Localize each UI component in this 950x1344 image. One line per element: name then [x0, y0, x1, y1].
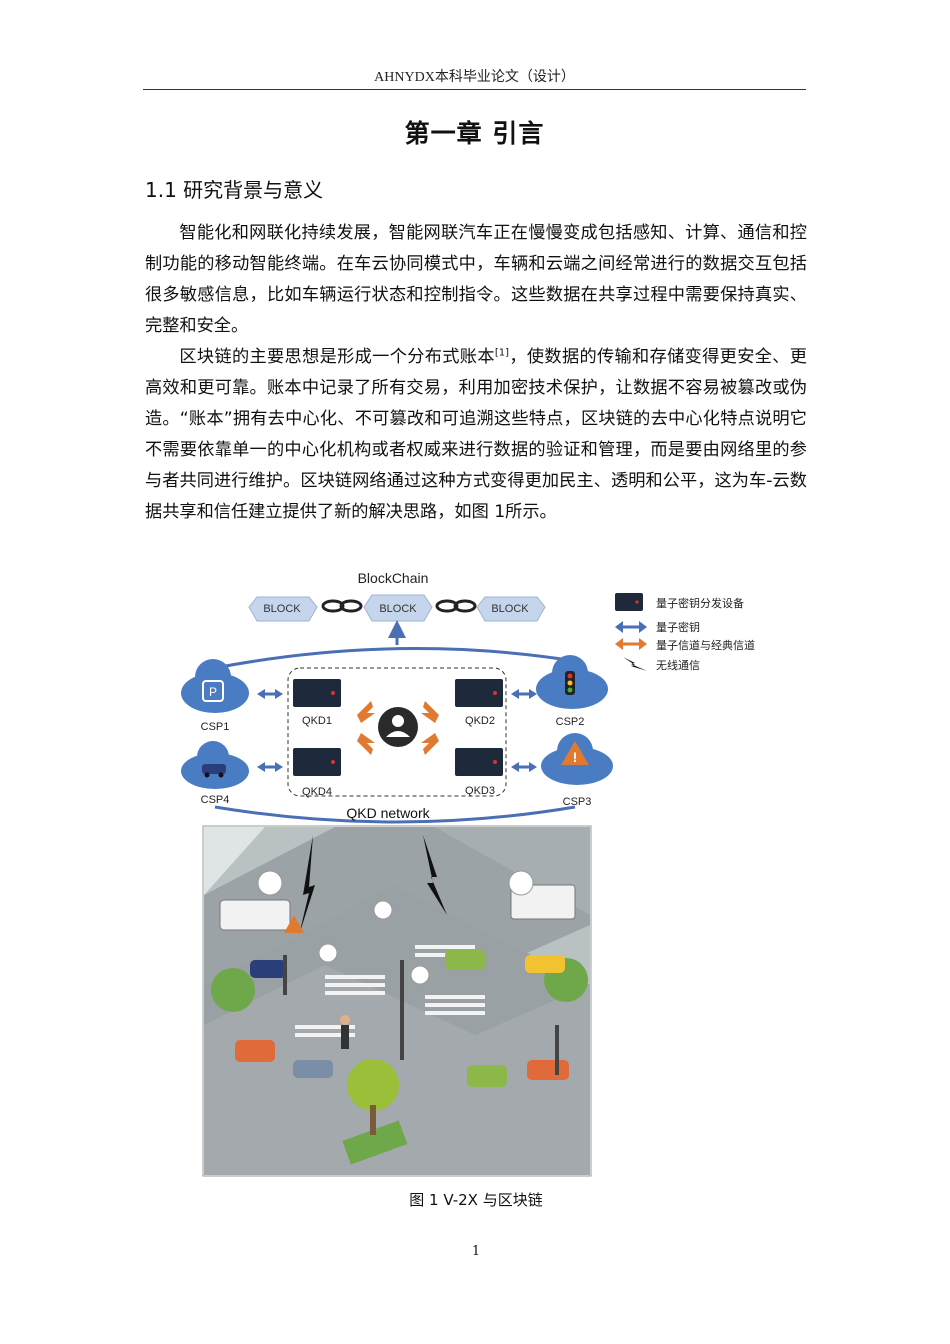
csp-label: CSP4 — [201, 794, 230, 806]
page-header: AHNYDX本科毕业论文（设计） — [374, 70, 575, 85]
qkd-label: QKD2 — [465, 715, 495, 727]
csp-label: CSP1 — [201, 721, 230, 733]
blue-double-arrow-icon — [257, 689, 283, 699]
cloud-csp3: ! — [541, 733, 613, 785]
blue-double-arrow-icon — [257, 762, 283, 772]
pedestrian — [341, 1025, 349, 1049]
page-number: 1 — [471, 1244, 481, 1259]
legend-label: 量子密钥分发设备 — [656, 596, 744, 610]
car-vehicle — [525, 955, 565, 973]
block-label: BLOCK — [491, 603, 529, 615]
block-3: BLOCK — [476, 596, 546, 622]
city-illustration — [202, 825, 592, 1177]
figure-caption: 图 1 V-2X 与区块链 — [409, 1191, 543, 1209]
qkd-device-icon — [615, 593, 643, 611]
wifi-icon — [410, 965, 430, 985]
orange-double-arrow-icon — [615, 638, 647, 650]
network-arc-top — [214, 647, 576, 670]
qkd-device-icon — [455, 748, 503, 776]
chain-link-icon — [321, 599, 363, 613]
tree-icon — [211, 968, 255, 1012]
blue-double-arrow-icon — [511, 762, 537, 772]
paragraph-2-after: ，使数据的传输和存储变得更安全、更高效和更可靠。账本中记录了所有交易，利用加密技… — [145, 347, 807, 522]
block-label: BLOCK — [379, 603, 417, 615]
block-1: BLOCK — [248, 596, 318, 622]
car-vehicle — [293, 1060, 333, 1078]
svg-text:!: ! — [573, 749, 578, 765]
block-2: BLOCK — [363, 594, 433, 622]
qkd-label: QKD3 — [465, 785, 495, 797]
blue-double-arrow-icon — [511, 689, 537, 699]
legend-label: 量子信道与经典信道 — [656, 638, 755, 652]
chapter-title: 第一章 引言 — [404, 119, 545, 148]
lightning-icon — [623, 657, 647, 671]
blockchain-title: BlockChain — [358, 570, 429, 586]
csp-label: CSP3 — [563, 796, 592, 808]
orange-double-arrow-icon — [357, 701, 439, 755]
wifi-icon — [318, 943, 338, 963]
car-vehicle — [235, 1040, 275, 1062]
warning-icon — [561, 741, 589, 765]
svg-text:P: P — [209, 685, 217, 699]
qkd-label: QKD4 — [302, 786, 332, 798]
chain-link-icon — [435, 599, 477, 613]
wifi-icon — [257, 870, 283, 896]
legend: 量子密钥分发设备 量子密钥 量子信道与经典信道 无线通信 — [615, 593, 755, 672]
paragraph-2: 区块链的主要思想是形成一个分布式账本[1]，使数据的传输和存储变得更安全、更高效… — [145, 342, 807, 528]
qkd-network-label: QKD network — [346, 805, 430, 821]
section-title: 1.1 研究背景与意义 — [145, 178, 324, 202]
car-vehicle — [250, 960, 286, 978]
qkd-device-icon — [293, 748, 341, 776]
car-icon — [202, 764, 226, 774]
legend-label: 量子密钥 — [656, 620, 700, 634]
tree-icon — [347, 1059, 399, 1111]
wifi-icon — [373, 900, 393, 920]
blue-double-arrow-icon — [615, 621, 647, 633]
car-vehicle — [445, 950, 485, 970]
block-label: BLOCK — [263, 603, 301, 615]
car-vehicle — [527, 1060, 569, 1080]
wifi-icon — [508, 870, 534, 896]
rv-vehicle — [219, 899, 291, 931]
header-rule — [143, 89, 806, 90]
user-icon — [378, 707, 418, 747]
paragraph-2-before: 区块链的主要思想是形成一个分布式账本 — [179, 347, 495, 367]
parking-icon — [202, 680, 224, 702]
car-vehicle — [467, 1065, 507, 1087]
figure-v2x-blockchain: BlockChain BLOCK BLOCK BLOCK — [175, 565, 775, 1185]
legend-label: 无线通信 — [656, 658, 700, 672]
paragraph-1: 智能化和网联化持续发展，智能网联汽车正在慢慢变成包括感知、计算、通信和控制功能的… — [145, 223, 807, 336]
qkd-device-icon — [293, 679, 341, 707]
qkd-device-icon — [455, 679, 503, 707]
csp-label: CSP2 — [556, 716, 585, 728]
qkd-label: QKD1 — [302, 715, 332, 727]
network-arc-bottom — [214, 805, 576, 824]
cloud-csp1: P — [181, 659, 249, 713]
cloud-csp4 — [181, 741, 249, 789]
citation[interactable]: [1] — [494, 347, 510, 359]
cloud-csp2 — [536, 655, 608, 709]
